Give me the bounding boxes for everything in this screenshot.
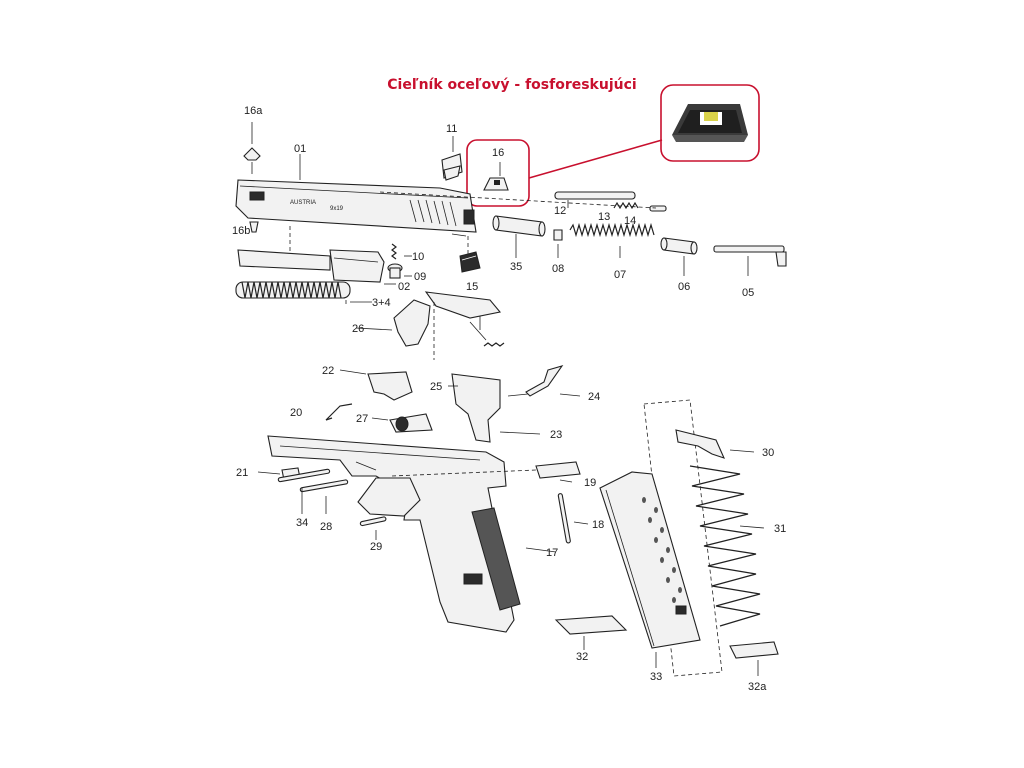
front-sight-16a xyxy=(243,147,261,161)
label-07: 07 xyxy=(614,269,626,281)
front-sight-screw-16b xyxy=(249,221,259,233)
label-10: 10 xyxy=(412,251,424,263)
part-06 xyxy=(660,237,698,255)
label-06: 06 xyxy=(678,281,690,293)
part-08 xyxy=(553,229,563,241)
part-22 xyxy=(367,371,413,401)
label-3-4: 3+4 xyxy=(372,297,391,309)
label-08: 08 xyxy=(552,263,564,275)
label-29: 29 xyxy=(370,541,382,553)
part-labels: 16a 16b 01 11 16 12 13 14 10 09 02 15 35… xyxy=(232,105,786,693)
magazine-tube-33 xyxy=(599,471,701,649)
part-24 xyxy=(525,365,564,397)
magazine-floorplate-32 xyxy=(554,615,628,635)
label-02: 02 xyxy=(398,281,410,293)
label-05: 05 xyxy=(742,287,754,299)
label-31: 31 xyxy=(774,523,786,535)
part-16-highlight-box xyxy=(466,139,530,207)
part-12 xyxy=(554,191,636,200)
part-13-spring xyxy=(613,201,639,210)
part-35 xyxy=(492,215,546,237)
part-26 xyxy=(393,291,505,347)
rear-sight-highlight xyxy=(466,84,760,207)
label-13: 13 xyxy=(598,211,610,223)
part-10-spring xyxy=(391,243,397,260)
slide-marking-right: 9x19 xyxy=(330,206,344,212)
diagram-title: Cieľník oceľový - fosforeskujúci xyxy=(387,77,637,93)
label-16: 16 xyxy=(492,147,504,159)
recoil-spring-3-4 xyxy=(235,281,351,299)
label-30: 30 xyxy=(762,447,774,459)
pin-29 xyxy=(359,516,387,527)
part-09 xyxy=(387,263,403,279)
part-25 xyxy=(451,373,501,443)
label-21: 21 xyxy=(236,467,248,479)
label-22: 22 xyxy=(322,365,334,377)
label-11: 11 xyxy=(446,123,457,135)
label-23: 23 xyxy=(550,429,562,441)
part-19 xyxy=(535,461,581,479)
part-27 xyxy=(389,413,433,433)
label-32a: 32a xyxy=(748,681,767,693)
rear-sight-photo xyxy=(672,104,748,142)
zoom-photo-frame xyxy=(660,84,760,162)
label-01: 01 xyxy=(294,143,306,155)
slide-marking-left: AUSTRIA xyxy=(290,200,316,206)
part-15 xyxy=(459,251,481,273)
part-14 xyxy=(649,205,667,212)
label-28: 28 xyxy=(320,521,332,533)
magazine-dashed-outline xyxy=(643,399,723,677)
label-16b: 16b xyxy=(232,225,250,237)
label-27: 27 xyxy=(356,413,368,425)
magazine-insert-32a xyxy=(729,641,779,659)
frame-17 xyxy=(267,435,521,633)
part-20 xyxy=(325,403,353,421)
part-07-spring xyxy=(569,222,655,238)
label-25: 25 xyxy=(430,381,442,393)
label-18: 18 xyxy=(592,519,604,531)
label-33: 33 xyxy=(650,671,662,683)
label-14: 14 xyxy=(624,215,636,227)
magazine-spring-31 xyxy=(689,465,761,627)
label-17: 17 xyxy=(546,547,558,559)
label-34: 34 xyxy=(296,517,308,529)
pins-34-28 xyxy=(277,468,349,493)
slide-01: AUSTRIA 9x19 xyxy=(235,179,477,233)
label-26: 26 xyxy=(352,323,364,335)
part-05 xyxy=(713,245,787,267)
part-30 xyxy=(675,429,726,459)
label-24: 24 xyxy=(588,391,600,403)
label-15: 15 xyxy=(466,281,478,293)
barrel-02 xyxy=(237,249,385,283)
label-20: 20 xyxy=(290,407,302,419)
part-18 xyxy=(557,493,571,544)
label-09: 09 xyxy=(414,271,426,283)
part-11 xyxy=(441,153,463,181)
rear-sight-16 xyxy=(483,177,509,191)
label-19: 19 xyxy=(584,477,596,489)
label-16a: 16a xyxy=(244,105,263,117)
label-12: 12 xyxy=(554,205,566,217)
label-32: 32 xyxy=(576,651,588,663)
label-35: 35 xyxy=(510,261,522,273)
callout-connector xyxy=(528,139,663,179)
